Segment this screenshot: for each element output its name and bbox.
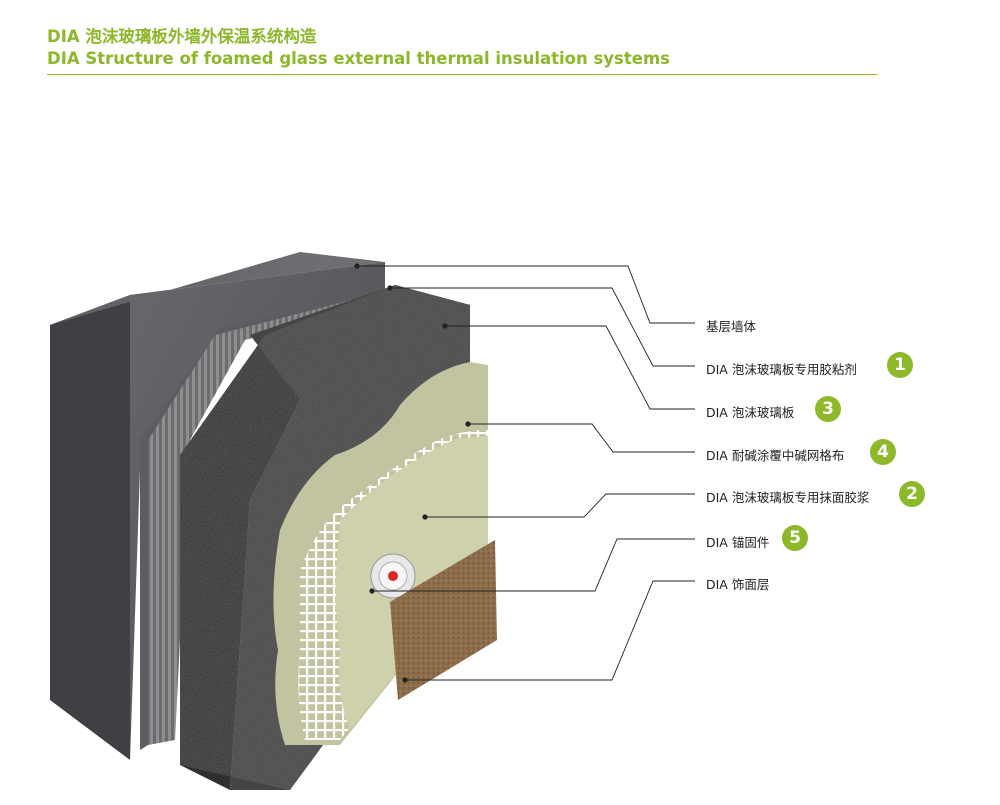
title-block: DIA 泡沫玻璃板外墙外保温系统构造 DIA Structure of foam… bbox=[47, 26, 877, 70]
title-english: DIA Structure of foamed glass external t… bbox=[47, 49, 670, 68]
callout-label-anchor: DIA 锚固件 bbox=[706, 535, 770, 550]
callout-label-base-wall: 基层墙体 bbox=[706, 319, 757, 334]
callout-badge-1: 1 bbox=[887, 352, 913, 378]
leader-lines bbox=[357, 265, 695, 681]
callout-label-mesh: DIA 耐碱涂覆中碱网格布 bbox=[706, 448, 845, 463]
callout-label-foamed-glass-board: DIA 泡沫玻璃板 bbox=[706, 405, 795, 420]
callout-badge-5: 5 bbox=[782, 525, 808, 551]
callout-label-finish: DIA 饰面层 bbox=[706, 577, 770, 592]
adhesive-layer bbox=[140, 285, 420, 750]
callout-label-plaster-mortar: DIA 泡沫玻璃板专用抹面胶浆 bbox=[706, 490, 870, 505]
callout-badge-3: 3 bbox=[815, 396, 841, 422]
title-underline bbox=[47, 74, 877, 76]
leader-dots bbox=[354, 263, 471, 683]
callout-badge-4: 4 bbox=[870, 439, 896, 465]
callout-label-adhesive: DIA 泡沫玻璃板专用胶粘剂 bbox=[706, 362, 857, 377]
finish-layer bbox=[390, 540, 497, 700]
callout-badge-2: 2 bbox=[899, 481, 925, 507]
title-chinese: DIA 泡沫玻璃板外墙外保温系统构造 bbox=[47, 27, 317, 46]
anchor-fixing bbox=[370, 553, 416, 599]
